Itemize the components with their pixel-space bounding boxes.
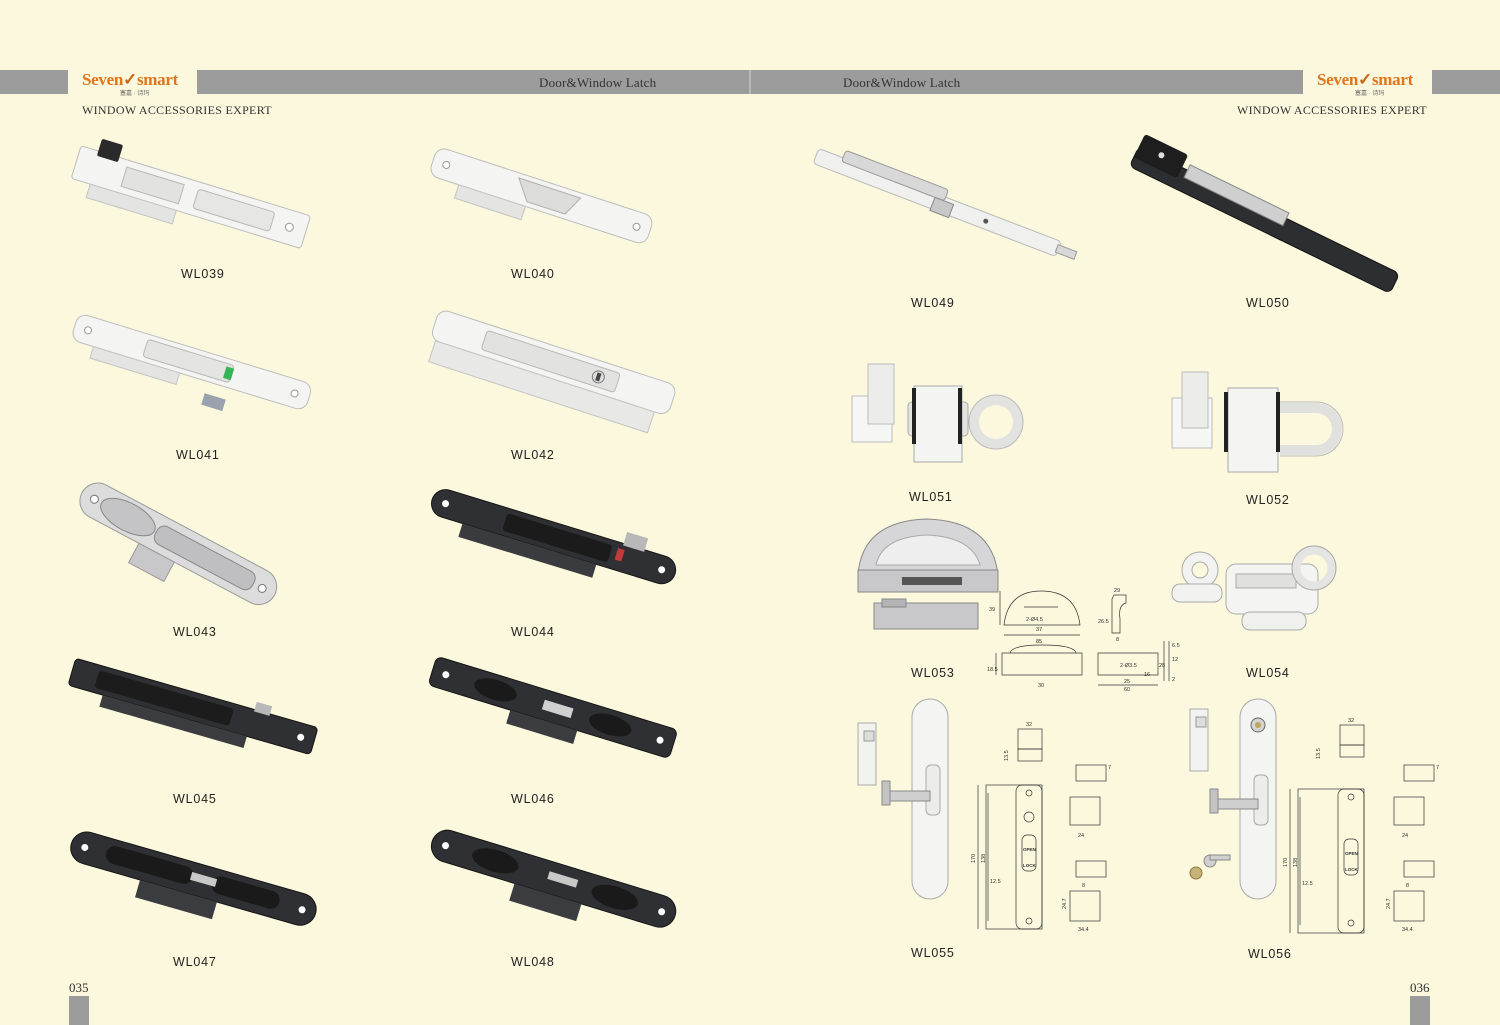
page-tab (1410, 996, 1430, 1025)
product-image-wl047 (70, 831, 317, 926)
dimension-label: 12.5 (990, 879, 1001, 885)
header-band (751, 70, 1303, 94)
dimension-label: 24 (1078, 833, 1084, 839)
product-image-wl046 (429, 657, 677, 758)
dimension-label: 16 (1144, 672, 1150, 678)
dimension-label: 34.4 (1078, 927, 1089, 933)
dimension-label: 34.4 (1402, 927, 1413, 933)
product-code: WL052 (1246, 493, 1290, 507)
dimension-label: 13.5 (1004, 750, 1010, 761)
brand-logo: Seven✓smart 塞嘉 · 诗玛 (1303, 68, 1431, 97)
product-image-wl054 (1171, 545, 1337, 631)
product-code: WL053 (911, 666, 955, 680)
product-image-wl039 (71, 139, 311, 249)
dimension-label: 28 (1159, 663, 1165, 669)
technical-drawing-wl053: 39 2-Ø4.5 37 85 29 26.5 8 18.5 30 2-Ø3.5… (987, 588, 1180, 693)
product-code: WL048 (511, 955, 555, 969)
tagline: WINDOW ACCESSORIES EXPERT (1237, 103, 1427, 117)
product-image-wl056: 32 13.5 170 138 12.5 34.4 24.7 24 7 8 OP… (1189, 698, 1439, 934)
product-image-wl041 (72, 314, 312, 412)
dimension-label: 2-Ø4.5 (1026, 617, 1043, 623)
dimension-label: 29 (1114, 588, 1120, 594)
product-image-wl044 (431, 489, 677, 585)
dimension-label: 170 (971, 854, 977, 863)
page-number: 036 (1410, 980, 1430, 995)
product-code: WL049 (911, 296, 955, 310)
page-spine (749, 70, 751, 94)
product-image-wl042 (428, 310, 676, 434)
dimension-label: 39 (989, 607, 995, 613)
product-code: WL056 (1248, 947, 1292, 961)
dimension-label: 24.7 (1062, 898, 1068, 909)
dimension-label: 8 (1116, 637, 1119, 643)
dimension-label: 60 (1124, 687, 1130, 693)
dimension-label: 26.5 (1098, 619, 1109, 625)
tagline: WINDOW ACCESSORIES EXPERT (82, 103, 272, 117)
page-tab (69, 996, 89, 1025)
dimension-label: 2-Ø3.5 (1120, 663, 1137, 669)
dimension-label: 25 (1124, 679, 1130, 685)
product-code: WL050 (1246, 296, 1290, 310)
dimension-label: 24 (1402, 833, 1408, 839)
product-code: WL039 (181, 267, 225, 281)
product-image-wl048 (430, 829, 677, 928)
product-image-wl049 (813, 149, 1078, 260)
product-image-wl040 (430, 148, 653, 244)
product-image-wl055: 32 13.5 170 138 12.5 34.4 24.7 24 7 8 OP… (857, 698, 1111, 933)
section-title: Door&Window Latch (539, 75, 657, 90)
dimension-label: 170 (1283, 858, 1289, 867)
product-image-wl053 (857, 518, 999, 630)
product-code: WL041 (176, 448, 220, 462)
dimension-label: 138 (1293, 858, 1299, 867)
product-code: WL045 (173, 792, 217, 806)
header-band (1432, 70, 1500, 94)
product-code: WL047 (173, 955, 217, 969)
dimension-label: 2 (1172, 677, 1175, 683)
product-code: WL044 (511, 625, 555, 639)
header-band (197, 70, 749, 94)
dimension-label: 8 (1082, 883, 1085, 889)
dimension-label: 30 (1038, 683, 1044, 689)
product-code: WL040 (511, 267, 555, 281)
product-code: WL055 (911, 946, 955, 960)
product-image-wl050 (1130, 134, 1399, 292)
open-label: OPEN (1023, 847, 1036, 852)
dimension-label: 37 (1036, 627, 1042, 633)
product-image-wl043 (79, 482, 278, 606)
product-code: WL046 (511, 792, 555, 806)
dimension-label: 13.5 (1316, 748, 1322, 759)
dimension-label: 85 (1036, 639, 1042, 645)
dimension-label: 138 (981, 854, 987, 863)
product-code: WL043 (173, 625, 217, 639)
dimension-label: 24.7 (1386, 898, 1392, 909)
dimension-label: 32 (1026, 722, 1032, 728)
lock-label: LOCK (1023, 863, 1036, 868)
product-code: WL054 (1246, 666, 1290, 680)
page-number: 035 (69, 980, 89, 995)
dimension-label: 12.5 (1302, 881, 1313, 887)
product-image-wl045 (68, 658, 318, 755)
dimension-label: 7 (1436, 765, 1439, 771)
brand-logo: Seven✓smart 塞嘉 · 诗玛 (68, 68, 196, 97)
dimension-label: 32 (1348, 718, 1354, 724)
product-code: WL042 (511, 448, 555, 462)
open-label: OPEN (1345, 851, 1358, 856)
dimension-label: 8 (1406, 883, 1409, 889)
lock-label: LOCK (1345, 867, 1358, 872)
header-band (0, 70, 68, 94)
dimension-label: 18.5 (987, 667, 998, 673)
product-image-wl051 (851, 363, 1024, 463)
section-title: Door&Window Latch (843, 75, 961, 90)
dimension-label: 7 (1108, 765, 1111, 771)
dimension-label: 12 (1172, 657, 1178, 663)
dimension-label: 6.5 (1172, 643, 1180, 649)
product-image-wl052 (1171, 371, 1344, 473)
product-code: WL051 (909, 490, 953, 504)
